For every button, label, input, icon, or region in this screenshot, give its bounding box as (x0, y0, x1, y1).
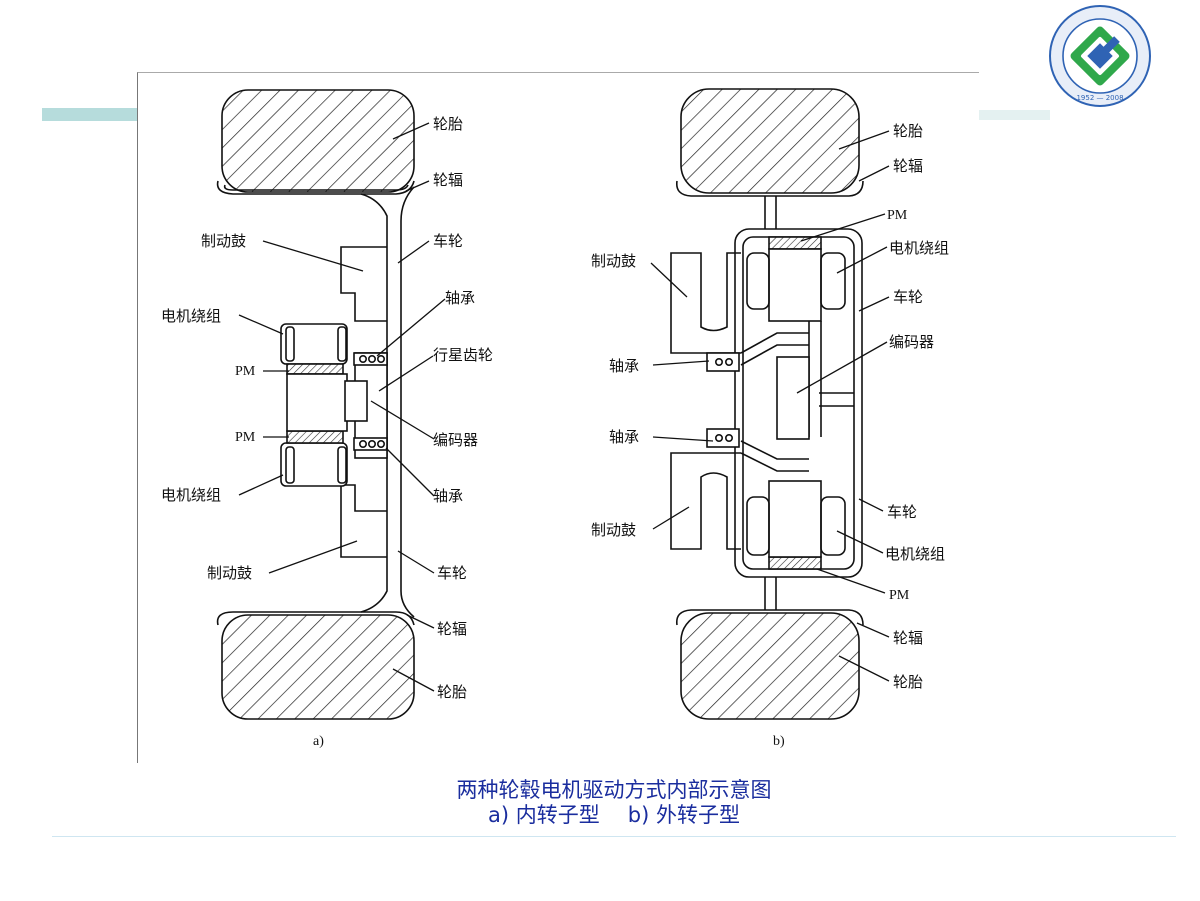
label-spoke-bottom-b: 轮辐 (893, 629, 923, 647)
label-pm-bottom-a: PM (235, 430, 256, 445)
motor-winding-top-a (280, 323, 348, 365)
label-wheel-bottom-a: 车轮 (437, 564, 467, 582)
labels-b: 轮胎 轮辐 PM 制动鼓 电机绕组 车轮 编码器 轴承 轴承 车轮 制动鼓 电机… (591, 122, 949, 749)
label-pm-bottom-b: PM (889, 588, 910, 603)
label-encoder-b: 编码器 (889, 333, 934, 351)
label-brake-drum-top-b: 制动鼓 (591, 252, 636, 270)
tire-bottom-b (680, 612, 860, 720)
motor-winding-bottom-b (746, 496, 770, 556)
tire-bottom-a (221, 614, 415, 720)
pm-top-a (286, 363, 344, 375)
rotor-a (286, 373, 348, 432)
figure-frame: 轮胎 轮辐 制动鼓 车轮 轴承 电机绕组 行星齿轮 PM 编码器 PM 轴承 电… (137, 72, 979, 763)
encoder-a (344, 380, 368, 422)
label-motor-winding-top-a: 电机绕组 (161, 307, 221, 325)
bottom-divider (52, 836, 1176, 837)
label-bearing-top-a: 轴承 (445, 289, 475, 307)
diagram-a (216, 89, 446, 720)
brake-drum-a (340, 246, 387, 322)
label-brake-drum-bottom-b: 制动鼓 (591, 521, 636, 539)
labels-a: 轮胎 轮辐 制动鼓 车轮 轴承 电机绕组 行星齿轮 PM 编码器 PM 轴承 电… (161, 115, 493, 749)
pm-bottom-a (286, 430, 344, 444)
tire-top-b (680, 88, 860, 194)
label-planetary-gear-a: 行星齿轮 (433, 346, 493, 364)
motor-winding-bottom-a (280, 442, 348, 487)
label-tire-bottom-a: 轮胎 (437, 683, 467, 701)
label-motor-winding-bottom-a: 电机绕组 (161, 486, 221, 504)
stator-bottom-b (768, 480, 822, 558)
label-brake-drum-top-a: 制动鼓 (201, 232, 246, 250)
outer-rotor-b (734, 228, 863, 578)
pm-top-b (768, 236, 822, 250)
label-bearing-top-b: 轴承 (609, 357, 639, 375)
label-wheel-bottom-b: 车轮 (887, 503, 917, 521)
university-logo-icon: 1952 — 2008 (1049, 5, 1151, 107)
figure-caption: 两种轮毂电机驱动方式内部示意图 a) 内转子型 b) 外转子型 (0, 778, 1200, 828)
brake-drum-bottom-b (670, 452, 741, 550)
accent-bar-right (978, 110, 1050, 120)
sublabel-b: b) (773, 734, 785, 749)
pm-bottom-b (768, 556, 822, 570)
caption-sub-b: b) 外转子型 (627, 803, 740, 827)
rim-top-a (216, 180, 415, 195)
label-encoder-a: 编码器 (433, 431, 478, 449)
sublabel-a: a) (313, 734, 324, 749)
label-motor-winding-bottom-b: 电机绕组 (885, 545, 945, 563)
label-brake-drum-bottom-a: 制动鼓 (207, 564, 252, 582)
caption-title: 两种轮毂电机驱动方式内部示意图 (456, 778, 772, 802)
label-tire-top-a: 轮胎 (433, 115, 463, 133)
rim-bottom-a (216, 611, 415, 626)
encoder-b (776, 356, 810, 440)
caption-subtitle: a) 内转子型 b) 外转子型 (0, 803, 1200, 828)
label-wheel-top-a: 车轮 (433, 232, 463, 250)
bearing-bottom-a (353, 437, 388, 451)
tire-top-a (221, 89, 415, 193)
label-tire-top-b: 轮胎 (893, 122, 923, 140)
motor-winding-top-b (746, 252, 770, 310)
brake-drum-top-b (670, 252, 741, 354)
caption-sub-a: a) 内转子型 (488, 803, 600, 827)
bearing-top-a (353, 352, 388, 366)
diagram-b (650, 88, 890, 720)
label-pm-top-a: PM (235, 364, 256, 379)
label-spoke-top-a: 轮辐 (433, 171, 463, 189)
label-spoke-top-b: 轮辐 (893, 157, 923, 175)
label-wheel-top-b: 车轮 (893, 288, 923, 306)
logo-ring-text: 1952 — 2008 (1076, 94, 1123, 102)
label-bearing-bottom-a: 轴承 (433, 487, 463, 505)
label-tire-bottom-b: 轮胎 (893, 673, 923, 691)
label-spoke-bottom-a: 轮辐 (437, 620, 467, 638)
accent-bar-left (42, 108, 138, 121)
label-motor-winding-top-b: 电机绕组 (889, 239, 949, 257)
label-pm-top-b: PM (887, 208, 908, 223)
label-bearing-bottom-b: 轴承 (609, 428, 639, 446)
stator-top-b (768, 248, 822, 322)
